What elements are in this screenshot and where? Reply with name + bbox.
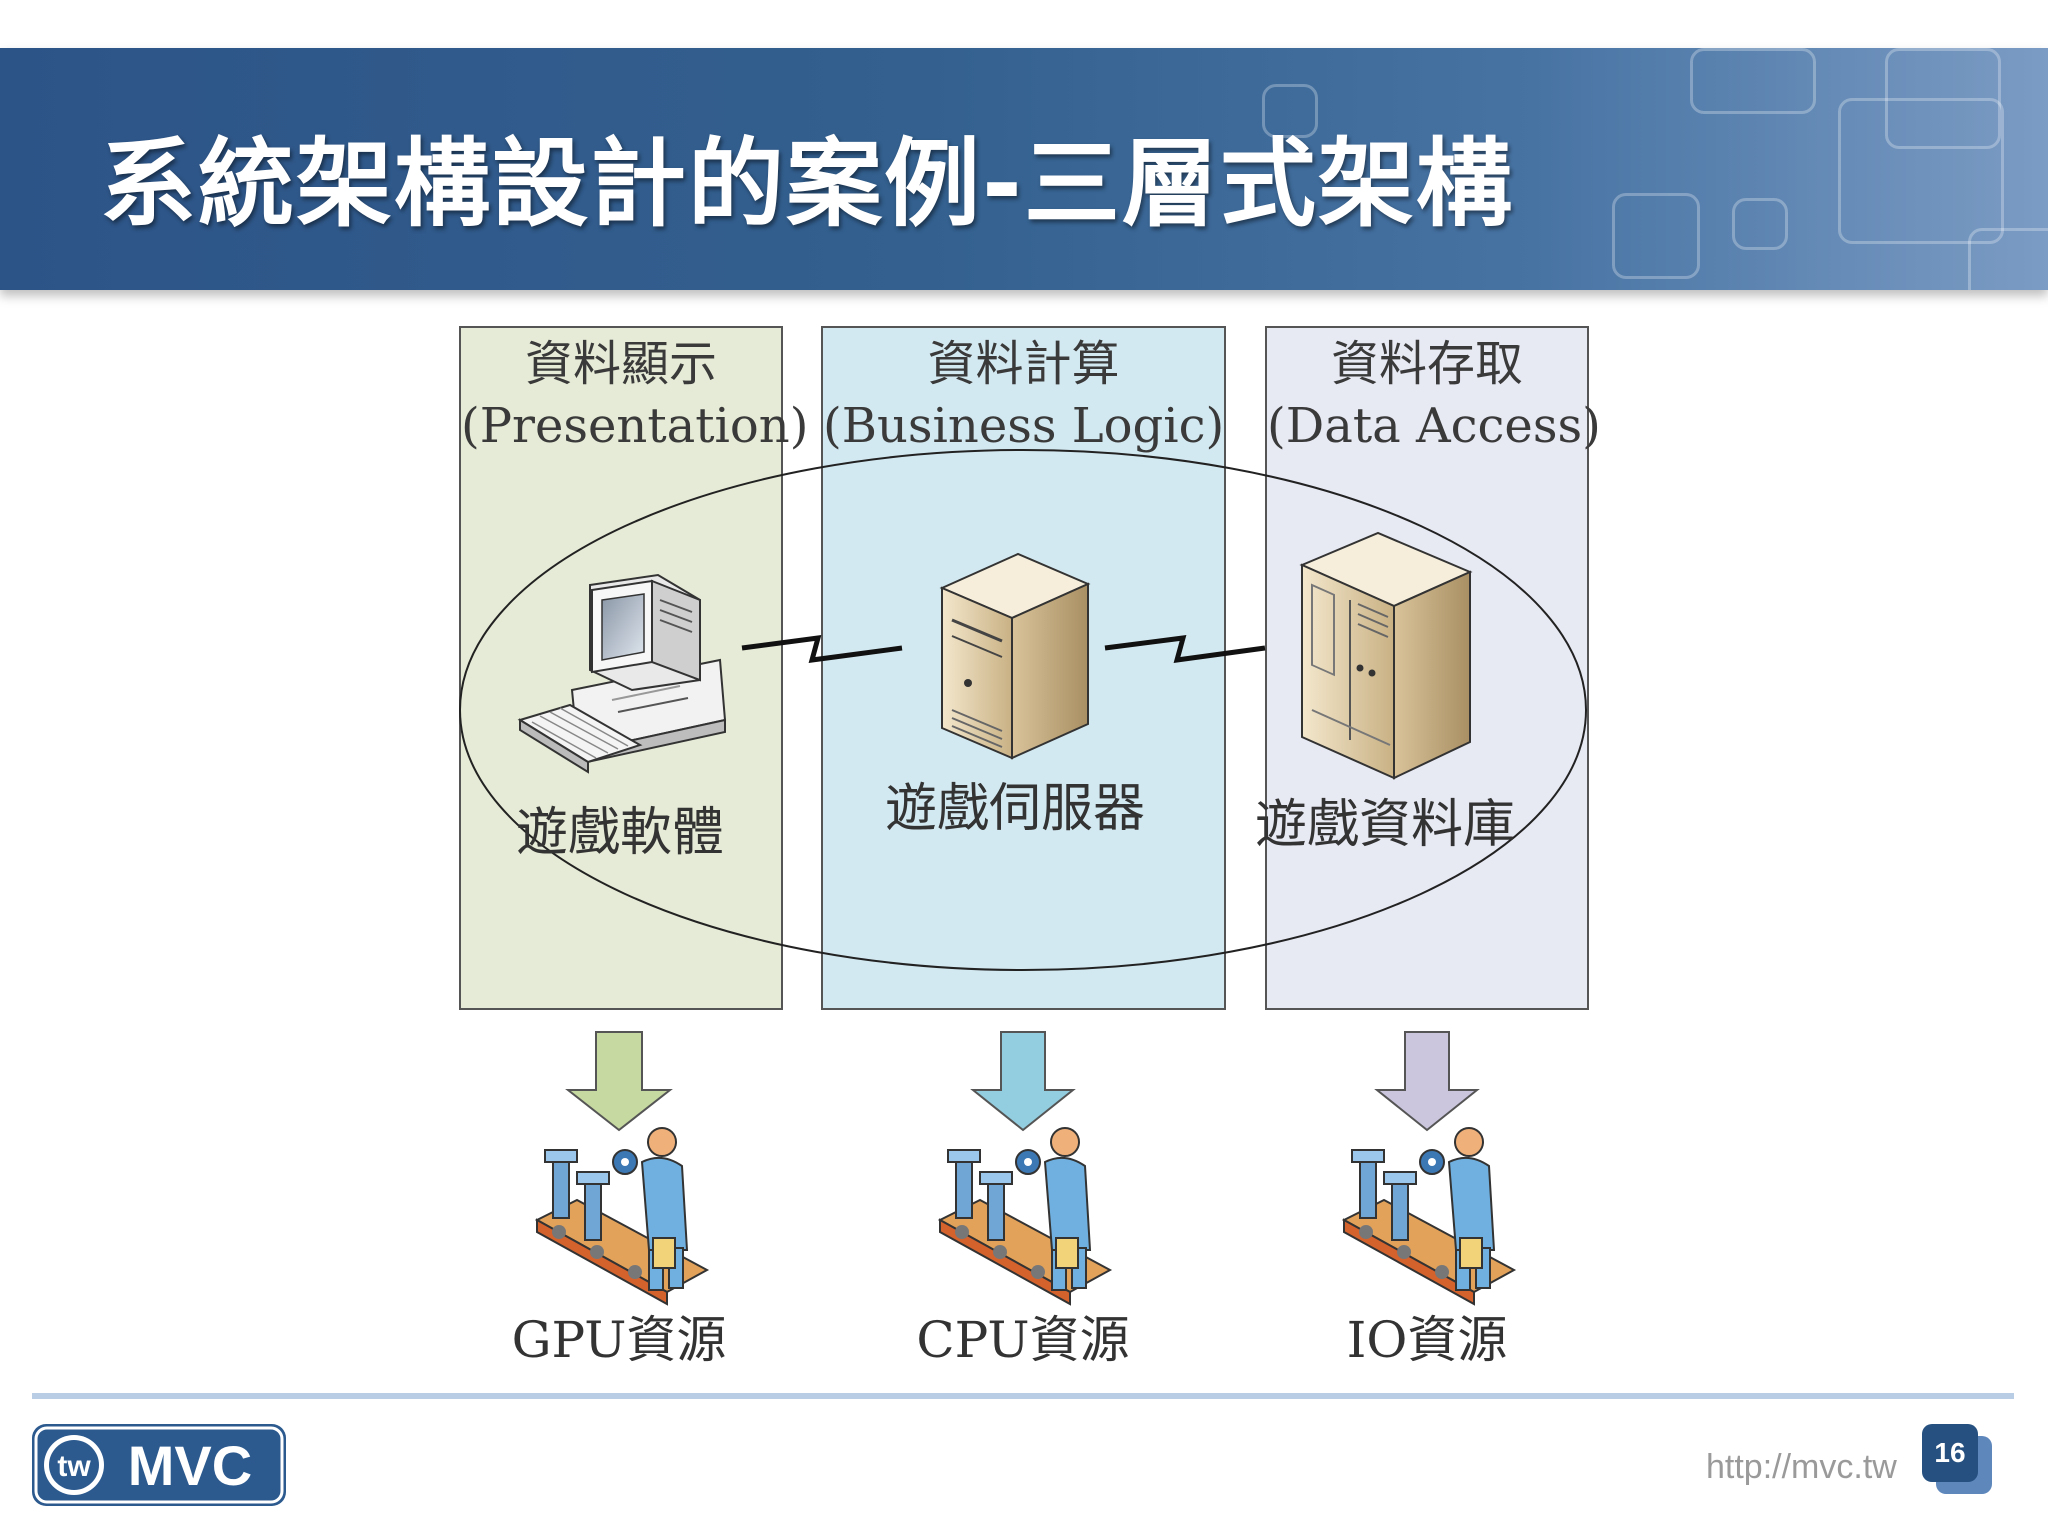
decorative-square: [1690, 48, 1816, 114]
assembly-line-worker-icon: [1341, 1127, 1517, 1306]
logo-text: MVC: [128, 1434, 252, 1497]
decorative-square: [1732, 198, 1788, 250]
component-label: 遊戲軟體: [515, 803, 724, 863]
connection-link-icon: [1104, 635, 1266, 663]
system-boundary-ellipse: [459, 449, 1587, 971]
decorative-square: [1885, 48, 2001, 149]
database-server-icon: [1299, 531, 1473, 780]
decorative-square: [1838, 98, 2004, 244]
tier-subtitle: (Data Access): [1267, 398, 1601, 454]
footer-divider: [32, 1393, 2014, 1399]
tier-title: 資料存取: [1330, 336, 1523, 392]
title-banner: 系統架構設計的案例-三層式架構: [0, 48, 2048, 290]
resource-label: GPU資源: [511, 1311, 727, 1369]
assembly-line-worker-icon: [937, 1127, 1113, 1306]
page-number: 16: [1922, 1424, 1978, 1482]
down-arrow-icon: [970, 1031, 1076, 1132]
down-arrow-icon: [565, 1031, 673, 1132]
desktop-computer-icon: [517, 573, 727, 774]
resource-label: IO資源: [1346, 1311, 1508, 1369]
resource-label: CPU資源: [916, 1311, 1130, 1369]
decorative-square: [1262, 84, 1318, 138]
footer-url[interactable]: http://mvc.tw: [1706, 1448, 1897, 1486]
mvc-logo: tw MVC: [32, 1424, 286, 1506]
assembly-line-worker-icon: [534, 1127, 710, 1306]
down-arrow-icon: [1374, 1031, 1480, 1132]
server-icon: [939, 552, 1091, 760]
decorative-square: [1612, 193, 1700, 279]
decorative-square: [1968, 228, 2048, 290]
tier-subtitle: (Presentation): [461, 398, 809, 454]
component-label: 遊戲伺服器: [884, 779, 1145, 839]
tier-title: 資料計算: [927, 336, 1120, 392]
logo-badge-text: tw: [57, 1450, 91, 1483]
connection-link-icon: [741, 635, 903, 663]
tier-title: 資料顯示: [524, 336, 717, 392]
slide-title: 系統架構設計的案例-三層式架構: [100, 128, 1514, 240]
component-label: 遊戲資料庫: [1254, 795, 1515, 855]
tier-subtitle: (Business Logic): [823, 398, 1225, 454]
